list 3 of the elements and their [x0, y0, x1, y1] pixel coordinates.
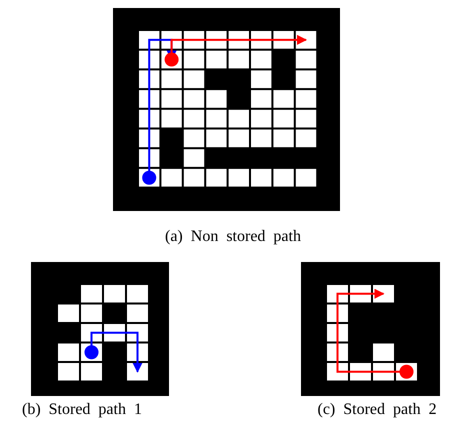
figure-caption: (c) Stored path 2 — [318, 401, 437, 419]
figure-caption: (a) Non stored path — [165, 228, 301, 246]
figure-caption: (b) Stored path 1 — [22, 401, 142, 419]
